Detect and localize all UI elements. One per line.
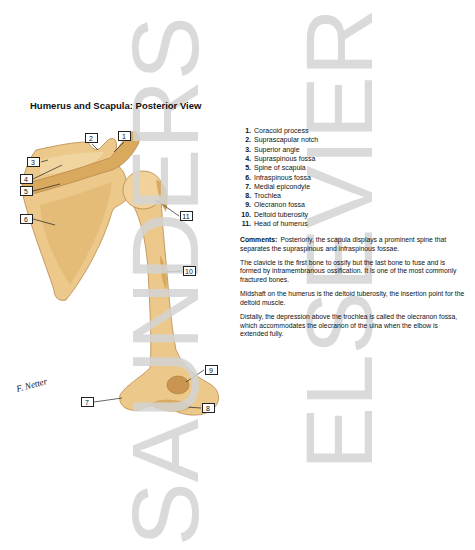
part-name: Coracoid process	[254, 127, 308, 134]
list-number: 11.	[242, 220, 251, 227]
list-number: 9.	[245, 201, 251, 208]
comments-heading: Comments:	[240, 236, 277, 243]
callout-number: 4	[21, 176, 32, 183]
part-name: Infraspinous fossa	[254, 174, 311, 181]
callout-number: 3	[28, 159, 39, 166]
list-number: 2.	[245, 136, 251, 143]
comment-paragraph: Distally, the depression above the troch…	[240, 313, 466, 339]
part-name: Spine of scapula	[254, 164, 306, 171]
comment-text: The clavicle is the first bone to ossify…	[240, 259, 456, 284]
leader-line	[92, 144, 98, 150]
callout-box: 7	[81, 397, 94, 407]
list-number: 8.	[245, 192, 251, 199]
comment-paragraph: Midshaft on the humerus is the deltoid t…	[240, 290, 466, 308]
comments-block: Comments:Posteriorly, the scapula displa…	[240, 236, 466, 344]
callout-number: 9	[206, 367, 217, 374]
leader-line	[41, 160, 48, 162]
callout-number: 1	[119, 133, 130, 140]
callout-box: 9	[205, 365, 218, 375]
callout-box: 6	[20, 214, 33, 224]
callout-box: 1	[118, 131, 131, 141]
comment-text: Midshaft on the humerus is the deltoid t…	[240, 290, 464, 306]
callout-box: 2	[85, 133, 98, 143]
artist-signature: F. Netter	[15, 376, 48, 394]
list-number: 7.	[245, 183, 251, 190]
callout-number: 5	[21, 188, 32, 195]
part-name: Olecranon fossa	[254, 201, 305, 208]
leader-line	[33, 219, 55, 225]
part-name: Suprascapular notch	[254, 136, 318, 143]
callout-number: 11	[181, 213, 192, 220]
callout-number: 7	[82, 399, 93, 406]
list-number: 6.	[245, 174, 251, 181]
part-name: Medial epicondyle	[254, 183, 310, 190]
list-number: 1.	[245, 127, 251, 134]
list-number: 5.	[245, 164, 251, 171]
callout-box: 11	[180, 211, 193, 221]
callout-box: 10	[183, 266, 196, 276]
callout-number: 10	[184, 268, 195, 275]
callout-box: 4	[20, 174, 33, 184]
list-number: 4.	[245, 155, 251, 162]
list-number: 10.	[241, 211, 251, 218]
part-name: Head of humerus	[254, 220, 308, 227]
infraspinous-shade	[40, 182, 112, 285]
comment-text: Distally, the depression above the troch…	[240, 313, 457, 338]
part-name: Trochlea	[254, 192, 281, 199]
watermark: SAUNDERS	[118, 16, 213, 546]
leader-line	[33, 184, 60, 191]
callout-box: 8	[202, 403, 215, 413]
leader-line	[33, 165, 62, 179]
part-name: Superior angle	[254, 146, 300, 153]
callout-number: 8	[203, 405, 214, 412]
callout-number: 6	[21, 216, 32, 223]
part-name: Supraspinous fossa	[254, 155, 315, 162]
callout-number: 2	[86, 135, 97, 142]
callout-box: 3	[27, 157, 40, 167]
callout-box: 5	[20, 186, 33, 196]
comment-paragraph: The clavicle is the first bone to ossify…	[240, 259, 466, 285]
part-name: Deltoid tuberosity	[254, 211, 308, 218]
comment-paragraph: Comments:Posteriorly, the scapula displa…	[240, 236, 466, 254]
title: Humerus and Scapula: Posterior View	[30, 100, 201, 111]
list-number: 3.	[245, 146, 251, 153]
